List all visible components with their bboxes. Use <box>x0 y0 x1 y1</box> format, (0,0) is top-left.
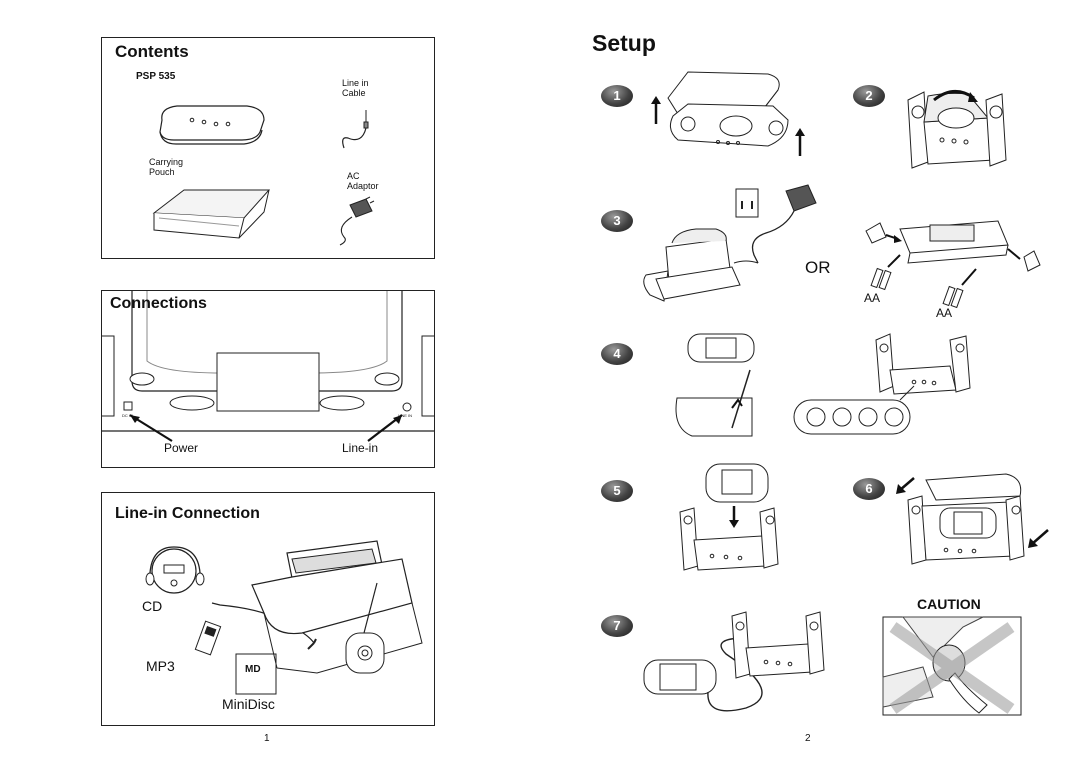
step-4-badge: 4 <box>601 343 633 365</box>
contents-panel: Contents PSP 535 Line in Cable Carrying … <box>101 37 435 259</box>
ac-adaptor-label: AC Adaptor <box>347 171 379 191</box>
cd-label: CD <box>142 598 163 614</box>
psp535-label: PSP 535 <box>136 71 176 82</box>
step-2-illustration <box>898 82 1018 172</box>
minidisc-label: MiniDisc <box>222 696 275 712</box>
setup-title: Setup <box>592 30 656 56</box>
step-5-illustration <box>670 462 785 577</box>
line-in-cable-label: Line in Cable <box>342 78 369 98</box>
carrying-pouch-illustration <box>144 178 274 248</box>
md-icon-text: MD <box>245 664 261 675</box>
dc-in-jack-label: DC IN <box>122 413 133 418</box>
line-in-jack-label: LINE IN <box>398 413 413 418</box>
step-6-badge: 6 <box>853 478 885 500</box>
page-number-right: 2 <box>805 733 811 744</box>
mp3-label: MP3 <box>146 658 175 674</box>
step-3-illustration <box>636 183 836 308</box>
step-4-psp-illustration <box>672 328 767 438</box>
line-in-label: Line-in <box>342 441 379 455</box>
contents-title: Contents <box>115 42 189 61</box>
battery-label-2: AA <box>936 306 953 320</box>
step-5-badge: 5 <box>601 480 633 502</box>
linein-connection-illustration <box>102 493 434 725</box>
or-label: OR <box>805 258 831 277</box>
step-6-illustration <box>896 470 1056 570</box>
step-3-badge: 3 <box>601 210 633 232</box>
connections-title: Connections <box>110 295 207 312</box>
battery-label-1: AA <box>864 291 881 305</box>
step-3-battery-illustration <box>858 215 1048 315</box>
power-label: Power <box>164 441 199 455</box>
step-2-badge: 2 <box>853 85 885 107</box>
speaker-unit-illustration <box>152 98 272 148</box>
linein-connection-panel: Line-in Connection CD MP3 MD MiniDisc <box>101 492 435 726</box>
step-1-illustration <box>651 68 805 158</box>
line-in-cable-illustration <box>338 110 378 153</box>
dock-rear-illustration <box>102 291 434 467</box>
linein-connection-title: Line-in Connection <box>115 505 260 522</box>
caution-label: CAUTION <box>917 596 981 612</box>
ac-adaptor-illustration <box>332 193 392 253</box>
connections-panel: Connections DC IN LINE IN Power Line-in <box>101 290 435 468</box>
step-7-badge: 7 <box>601 615 633 637</box>
carrying-pouch-label: Carrying Pouch <box>149 157 184 177</box>
step-4-dock-illustration <box>790 330 980 435</box>
step-1-badge: 1 <box>601 85 633 107</box>
page-number-left: 1 <box>264 733 270 744</box>
caution-illustration <box>883 617 1021 715</box>
step-7-illustration <box>636 608 836 718</box>
